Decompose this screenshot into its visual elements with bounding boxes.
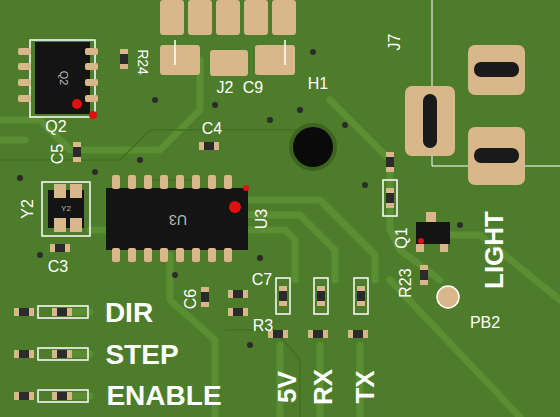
- button-ref: PB2: [470, 315, 500, 331]
- part-ref: C7: [252, 272, 272, 288]
- part-ref: R3: [253, 318, 273, 334]
- chip-ref: U3: [254, 209, 270, 229]
- part-ref: C6: [183, 289, 199, 309]
- part-ref: C4: [202, 121, 222, 137]
- signal-name: TX: [352, 370, 378, 403]
- crystal-ref: Y2: [20, 199, 36, 219]
- signal-name: ENABLE: [106, 382, 221, 410]
- connector-ref: J7: [387, 34, 403, 51]
- signal-name: STEP: [105, 341, 178, 369]
- part-ref: C3: [48, 259, 68, 275]
- transistor-ref: Q1: [394, 227, 410, 248]
- part-ref: Q2: [45, 119, 66, 135]
- part-ref: R23: [398, 268, 414, 297]
- part-ref: C5: [50, 144, 66, 164]
- signal-name: DIR: [105, 299, 153, 327]
- part-ref: R24: [136, 49, 150, 75]
- part-ref: C9: [243, 80, 263, 96]
- signal-name: 5V: [274, 371, 300, 403]
- signal-name: RX: [310, 369, 336, 405]
- signal-name: LIGHT: [481, 211, 507, 289]
- connector-ref: J2: [217, 80, 234, 96]
- hole-ref: H1: [308, 76, 328, 92]
- crystal-marking: Y2: [61, 205, 71, 213]
- chip-marking: U3: [169, 213, 187, 227]
- chip-marking: Q2: [58, 71, 69, 86]
